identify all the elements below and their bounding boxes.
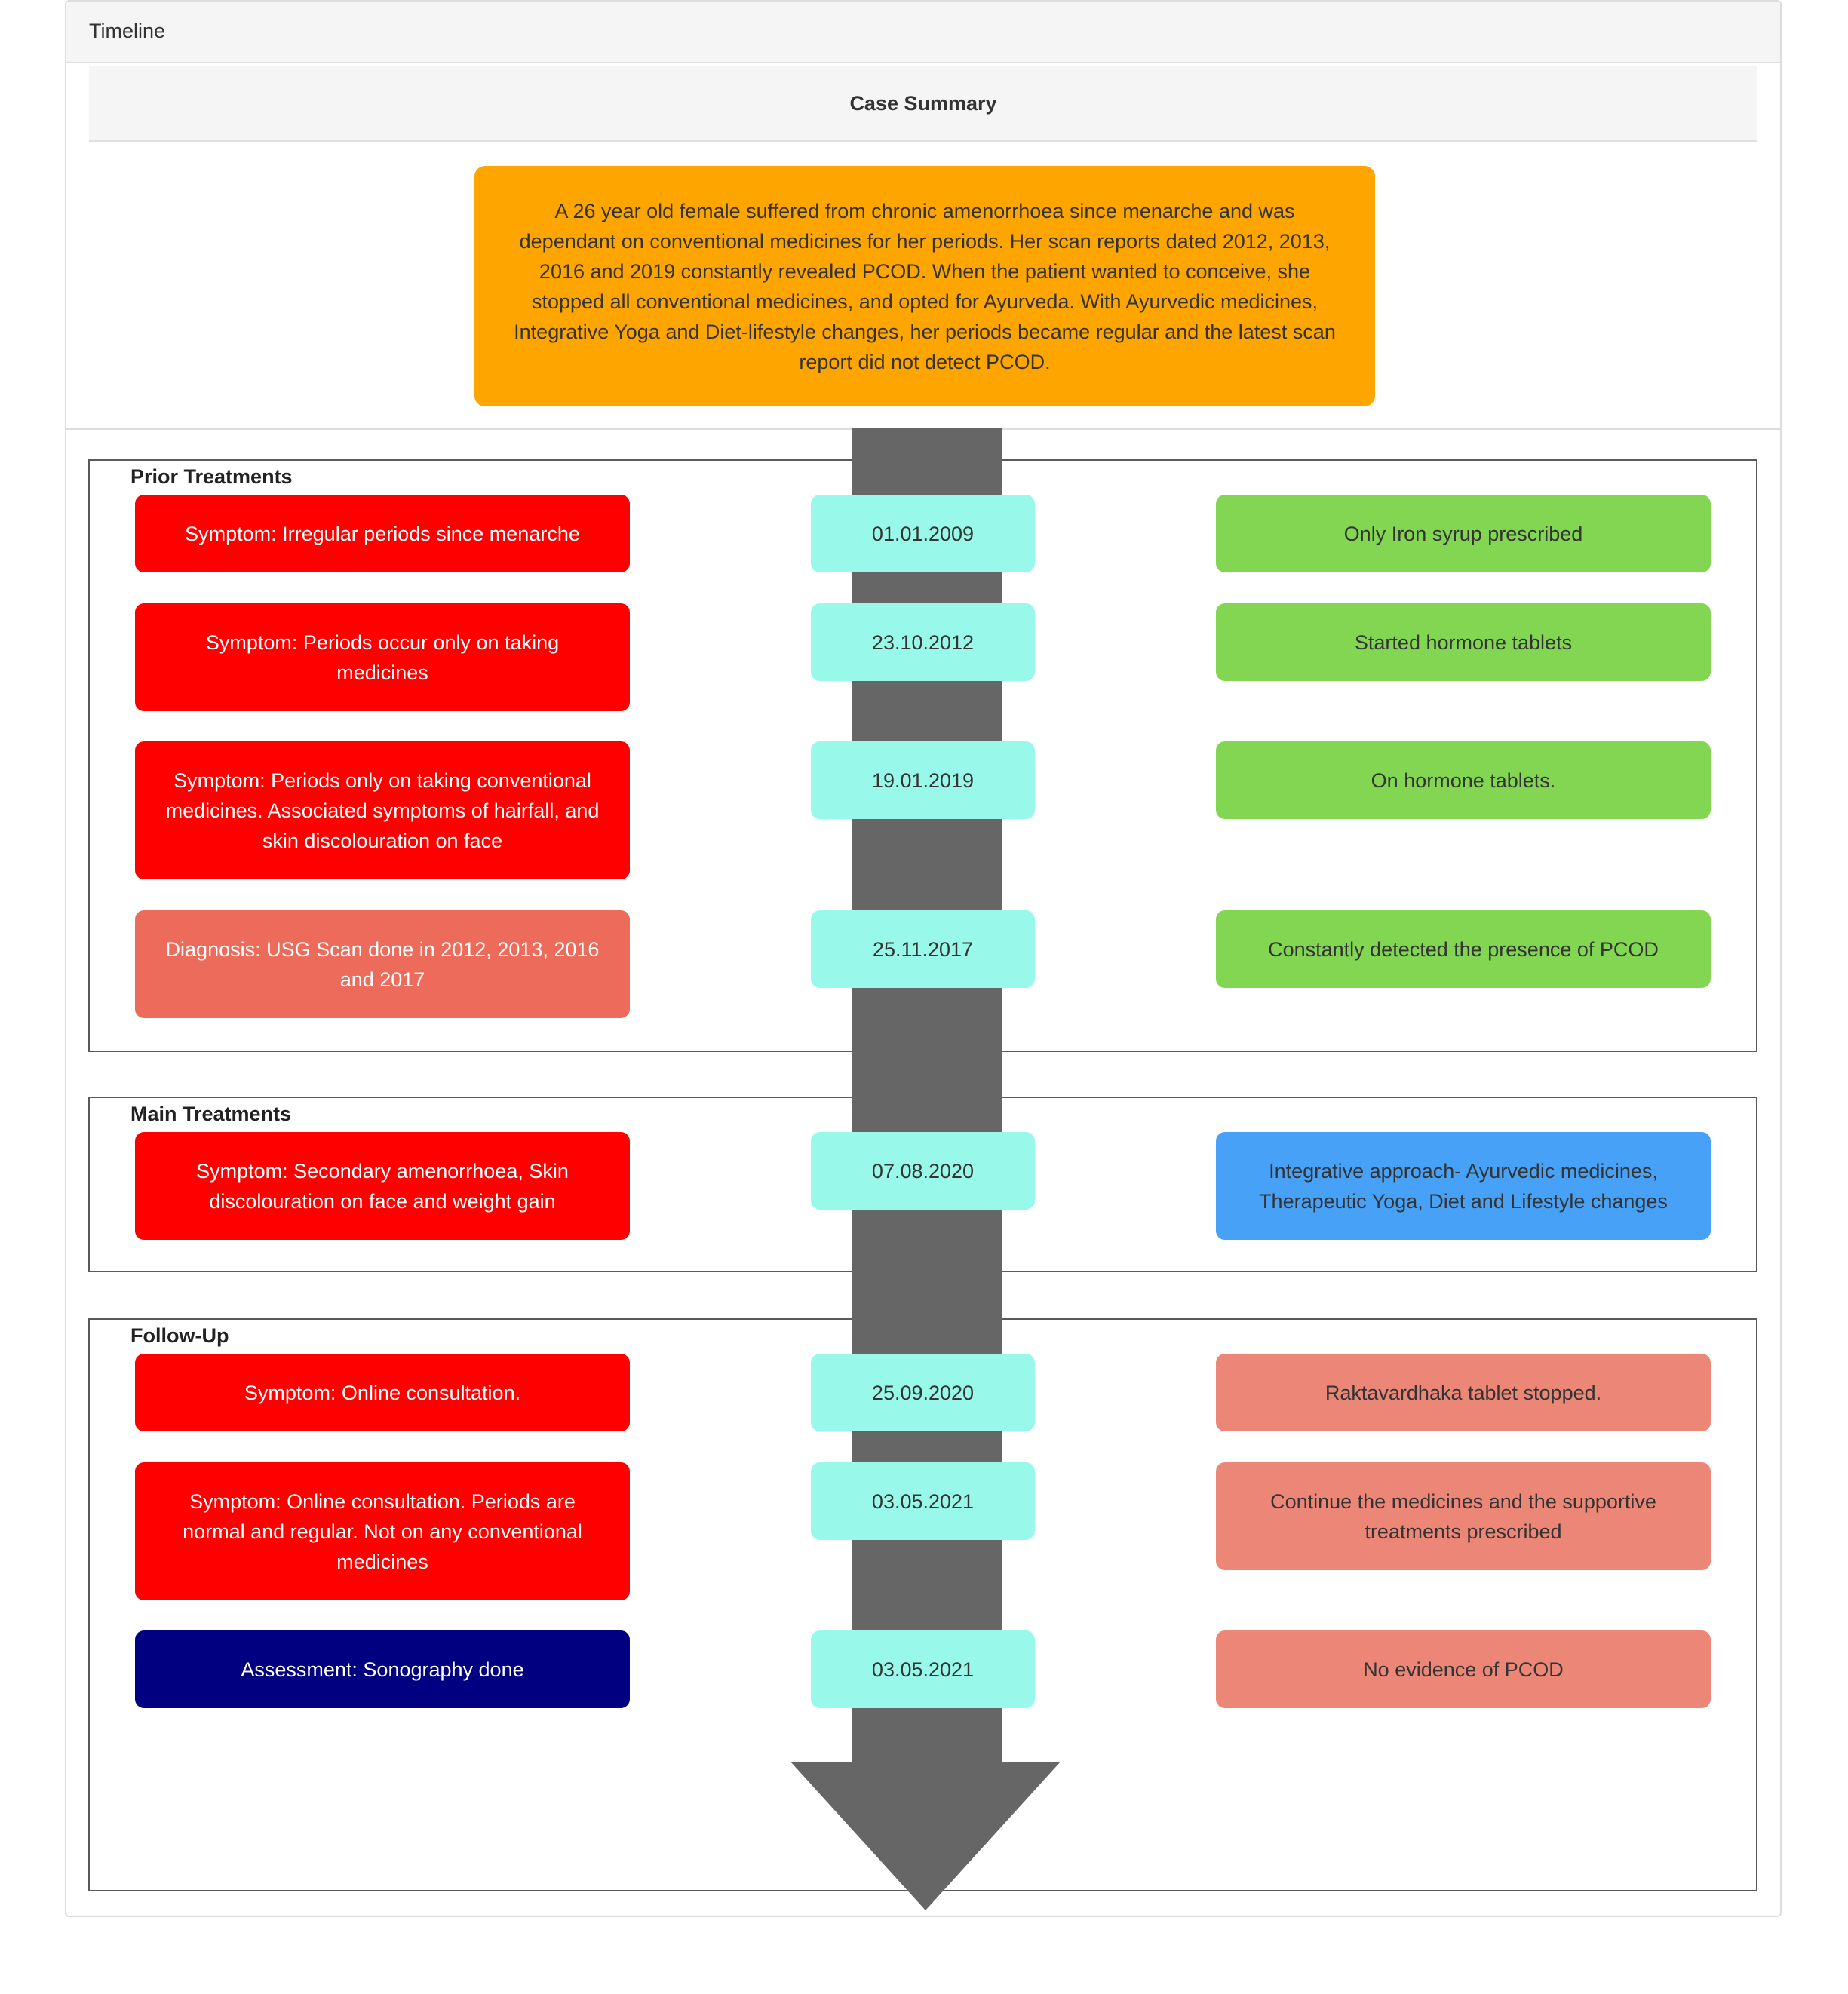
prior-symptom-box-2: Symptom: Periods occur only on taking me… (135, 603, 630, 711)
case-summary-box: Case Summary A 26 year old female suffer… (66, 63, 1780, 430)
followup-outcome-box-3: No evidence of PCOD (1216, 1630, 1711, 1708)
followup-assessment-box-3: Assessment: Sonography done (135, 1630, 630, 1708)
prior-diagnosis-box-4: Diagnosis: USG Scan done in 2012, 2013, … (135, 910, 630, 1018)
section-label-main-treatments: Main Treatments (130, 1103, 292, 1125)
followup-date-box-3: 03.05.2021 (811, 1630, 1035, 1708)
case-summary-heading: Case Summary (89, 66, 1757, 142)
main-outcome-text-1: Integrative approach- Ayurvedic medicine… (1259, 1159, 1668, 1213)
followup-date-box-2: 03.05.2021 (811, 1462, 1035, 1540)
prior-outcome-text-3: On hormone tablets. (1371, 768, 1556, 792)
followup-date-text-1: 25.09.2020 (871, 1381, 975, 1404)
followup-outcome-box-1: Raktavardhaka tablet stopped. (1216, 1354, 1711, 1431)
prior-date-text-2: 23.10.2012 (871, 630, 975, 654)
prior-date-text-3: 19.01.2019 (871, 768, 975, 792)
prior-date-text-4: 25.11.2017 (872, 937, 974, 961)
followup-symptom-box-1: Symptom: Online consultation. (135, 1354, 630, 1431)
followup-assessment-text-3: Assessment: Sonography done (241, 1658, 524, 1681)
followup-symptom-text-1: Symptom: Online consultation. (244, 1381, 521, 1404)
prior-symptom-text-1: Symptom: Irregular periods since menarch… (185, 522, 580, 545)
main-symptom-text-1: Symptom: Secondary amenorrhoea, Skin dis… (196, 1159, 569, 1213)
followup-date-text-3: 03.05.2021 (871, 1658, 975, 1681)
prior-symptom-box-3: Symptom: Periods only on taking conventi… (135, 741, 630, 879)
panel-heading: Timeline (66, 2, 1780, 63)
main-outcome-box-1: Integrative approach- Ayurvedic medicine… (1216, 1132, 1711, 1240)
prior-symptom-box-1: Symptom: Irregular periods since menarch… (135, 495, 630, 572)
case-summary-text: A 26 year old female suffered from chron… (514, 199, 1336, 373)
main-symptom-box-1: Symptom: Secondary amenorrhoea, Skin dis… (135, 1132, 630, 1240)
followup-outcome-text-2: Continue the medicines and the supportiv… (1270, 1489, 1656, 1543)
prior-outcome-box-4: Constantly detected the presence of PCOD (1216, 910, 1711, 988)
followup-date-box-1: 25.09.2020 (811, 1354, 1035, 1431)
followup-outcome-text-1: Raktavardhaka tablet stopped. (1325, 1381, 1602, 1404)
prior-outcome-box-1: Only Iron syrup prescribed (1216, 495, 1711, 572)
prior-outcome-text-2: Started hormone tablets (1354, 630, 1573, 654)
followup-outcome-text-3: No evidence of PCOD (1363, 1658, 1564, 1681)
main-date-text-1: 07.08.2020 (871, 1159, 975, 1183)
followup-date-text-2: 03.05.2021 (871, 1489, 975, 1513)
followup-symptom-box-2: Symptom: Online consultation. Periods ar… (135, 1462, 630, 1600)
prior-diagnosis-text-4: Diagnosis: USG Scan done in 2012, 2013, … (165, 937, 600, 991)
section-label-follow-up: Follow-Up (130, 1324, 229, 1347)
followup-outcome-box-2: Continue the medicines and the supportiv… (1216, 1462, 1711, 1570)
prior-date-box-1: 01.01.2009 (811, 495, 1035, 572)
prior-date-box-2: 23.10.2012 (811, 603, 1035, 681)
followup-symptom-text-2: Symptom: Online consultation. Periods ar… (183, 1489, 582, 1573)
main-date-box-1: 07.08.2020 (811, 1132, 1035, 1210)
prior-date-box-3: 19.01.2019 (811, 741, 1035, 819)
section-label-prior-treatments: Prior Treatments (130, 465, 293, 488)
prior-outcome-box-3: On hormone tablets. (1216, 741, 1711, 819)
prior-symptom-text-2: Symptom: Periods occur only on taking me… (205, 630, 560, 684)
panel-title: Timeline (89, 20, 166, 42)
case-summary-card: A 26 year old female suffered from chron… (474, 166, 1375, 406)
prior-outcome-box-2: Started hormone tablets (1216, 603, 1711, 681)
prior-date-box-4: 25.11.2017 (811, 910, 1035, 988)
prior-date-text-1: 01.01.2009 (871, 522, 975, 545)
prior-symptom-text-3: Symptom: Periods only on taking conventi… (165, 768, 600, 852)
timeline-arrow-head (790, 1762, 1061, 1910)
prior-outcome-text-4: Constantly detected the presence of PCOD (1268, 937, 1659, 961)
prior-outcome-text-1: Only Iron syrup prescribed (1343, 522, 1583, 545)
